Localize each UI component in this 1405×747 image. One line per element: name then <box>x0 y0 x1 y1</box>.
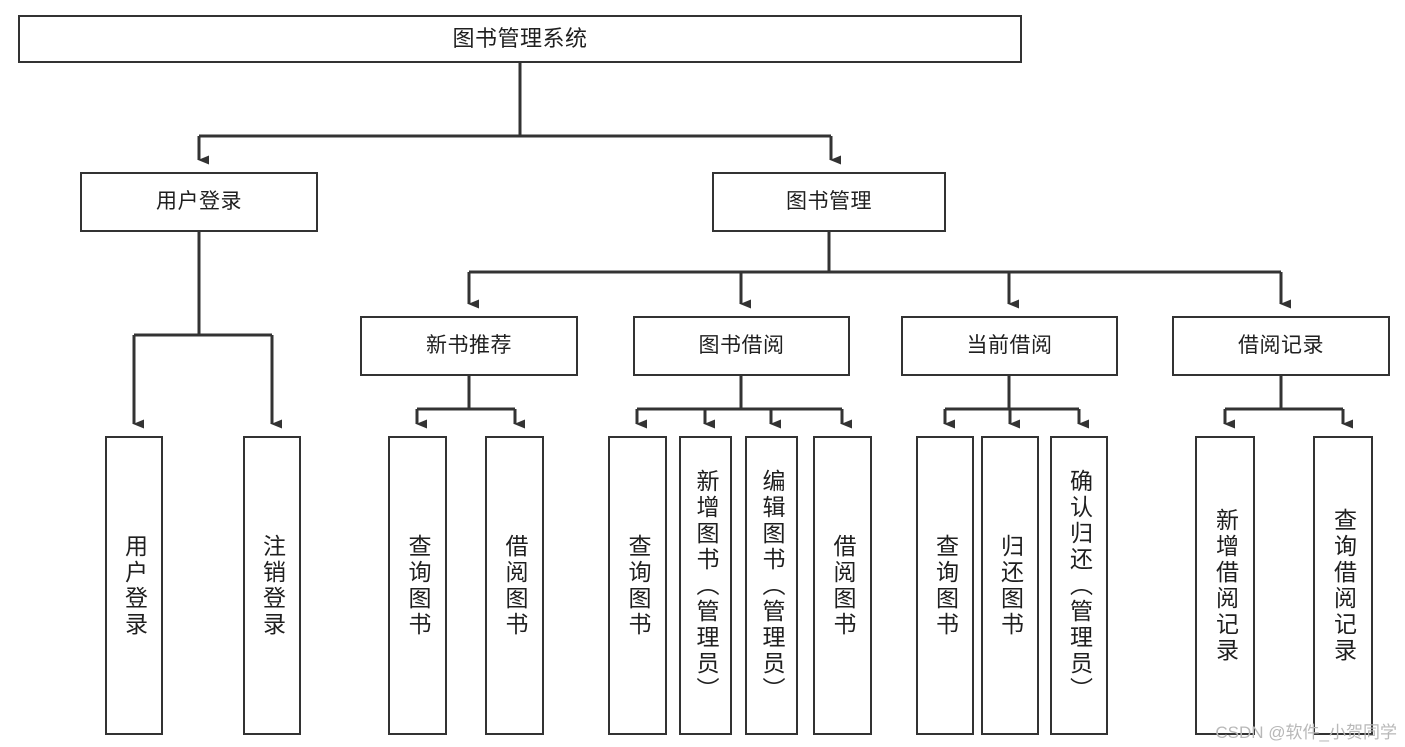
node-level2-current-borrow-label: 当前借阅 <box>966 334 1053 358</box>
node-leaf-add-borrow-record-label: 新增借阅记录 <box>1212 507 1239 664</box>
node-leaf-query-borrow-record-label: 查询借阅记录 <box>1330 507 1357 664</box>
node-root[interactable]: 图书管理系统 <box>18 15 1022 63</box>
node-level2-borrow-records[interactable]: 借阅记录 <box>1172 316 1390 376</box>
node-level2-borrow-records-label: 借阅记录 <box>1238 334 1324 358</box>
node-level2-book-borrow-label: 图书借阅 <box>698 334 785 358</box>
node-leaf-user-login-label: 用户登录 <box>121 533 148 638</box>
node-leaf-query-book-current[interactable]: 查询图书 <box>916 436 974 735</box>
node-level2-new-book-recommend[interactable]: 新书推荐 <box>360 316 578 376</box>
node-level1-user-login[interactable]: 用户登录 <box>80 172 318 232</box>
node-leaf-confirm-return-admin[interactable]: 确认归还（管理员） <box>1050 436 1108 735</box>
node-leaf-query-book-borrow[interactable]: 查询图书 <box>608 436 667 735</box>
node-level1-book-management-label: 图书管理 <box>786 190 872 214</box>
node-leaf-user-login[interactable]: 用户登录 <box>105 436 163 735</box>
node-leaf-logout[interactable]: 注销登录 <box>243 436 301 735</box>
node-leaf-query-book-new[interactable]: 查询图书 <box>388 436 447 735</box>
node-leaf-borrow-book-label: 借阅图书 <box>830 533 856 638</box>
node-leaf-confirm-return-admin-label: 确认归还（管理员） <box>1066 468 1093 703</box>
node-level2-book-borrow[interactable]: 图书借阅 <box>633 316 850 376</box>
node-leaf-query-book-current-label: 查询图书 <box>932 533 959 638</box>
node-leaf-add-borrow-record[interactable]: 新增借阅记录 <box>1195 436 1255 735</box>
node-level1-user-login-label: 用户登录 <box>156 190 242 214</box>
node-leaf-edit-book-admin-label: 编辑图书（管理员） <box>759 468 785 703</box>
node-leaf-return-book-label: 归还图书 <box>997 533 1024 638</box>
node-level1-book-management[interactable]: 图书管理 <box>712 172 946 232</box>
node-leaf-borrow-book-new[interactable]: 借阅图书 <box>485 436 544 735</box>
node-leaf-query-book-new-label: 查询图书 <box>405 533 431 638</box>
node-leaf-return-book[interactable]: 归还图书 <box>981 436 1039 735</box>
node-leaf-query-borrow-record[interactable]: 查询借阅记录 <box>1313 436 1373 735</box>
node-leaf-add-book-admin[interactable]: 新增图书（管理员） <box>679 436 732 735</box>
node-leaf-add-book-admin-label: 新增图书（管理员） <box>693 468 719 703</box>
node-root-label: 图书管理系统 <box>452 25 588 51</box>
node-leaf-borrow-book-new-label: 借阅图书 <box>502 533 528 638</box>
node-leaf-edit-book-admin[interactable]: 编辑图书（管理员） <box>745 436 798 735</box>
node-level2-new-book-recommend-label: 新书推荐 <box>426 334 512 358</box>
node-level2-current-borrow[interactable]: 当前借阅 <box>901 316 1118 376</box>
node-leaf-borrow-book[interactable]: 借阅图书 <box>813 436 872 735</box>
node-leaf-query-book-borrow-label: 查询图书 <box>625 533 651 638</box>
node-leaf-logout-label: 注销登录 <box>259 533 286 638</box>
